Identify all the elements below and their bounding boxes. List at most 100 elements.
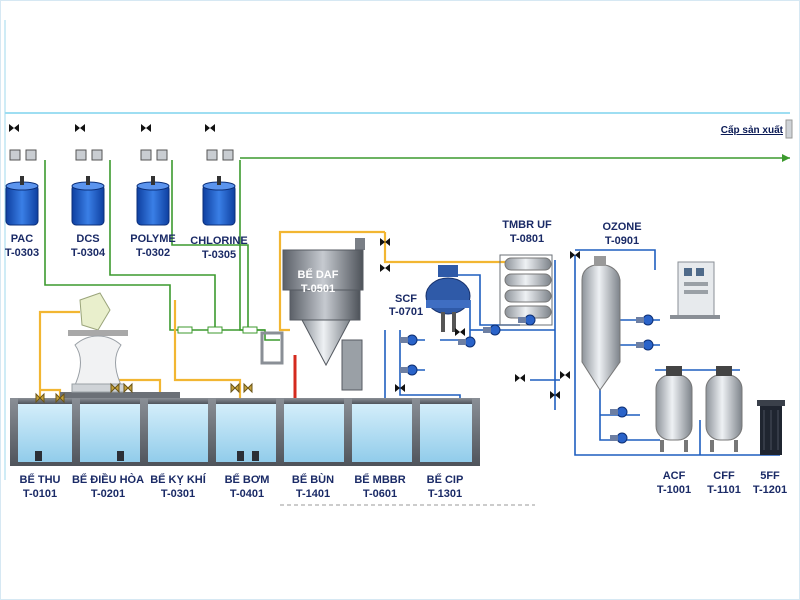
control-panel [670, 261, 720, 319]
flowmeter-icon [177, 326, 193, 334]
submersible-pump-icon [252, 451, 259, 461]
pump-icon [489, 324, 501, 336]
chem-tank-mixer [151, 176, 155, 185]
chem-tank-name: PAC [11, 233, 33, 245]
basin-code: T-0101 [23, 488, 57, 500]
pump-motor-icon [636, 342, 644, 348]
valve-icon [560, 371, 570, 379]
basin-water [10, 400, 480, 464]
basin-code: T-0601 [363, 488, 397, 500]
basin-code: T-1401 [296, 488, 330, 500]
dosing-pump [206, 149, 218, 161]
basin-name: BỂ CIP [427, 473, 464, 486]
daf-code: T-0501 [301, 283, 335, 295]
valve-icon [455, 328, 465, 336]
basin-block [10, 392, 480, 466]
pump-icon [524, 314, 536, 326]
filter-code: T-1201 [753, 484, 787, 496]
filter-code: T-1101 [707, 484, 741, 496]
dosing-pump [140, 149, 152, 161]
supply-arrow [782, 154, 790, 162]
chem-tank-code: T-0302 [136, 247, 170, 259]
pump-icon [406, 364, 418, 376]
dosing-pump [156, 149, 168, 161]
basin-code: T-1301 [428, 488, 462, 500]
pump-motor-icon [610, 409, 618, 415]
valve-icon [380, 238, 390, 246]
basin-name: BỂ KỴ KHÍ [150, 473, 207, 486]
pump-icon [642, 314, 654, 326]
basin-code: T-0401 [230, 488, 264, 500]
pump-motor-icon [610, 435, 618, 441]
air-valve-icon [55, 392, 65, 404]
chem-tank-name: CHLORINE [190, 235, 247, 247]
dosing-pump [25, 149, 37, 161]
pump-motor-icon [400, 337, 408, 343]
air-valve-icon [230, 382, 240, 394]
pumps [35, 314, 654, 461]
supply-label: Cấp sản xuất [721, 124, 784, 136]
flowmeter-icon [242, 326, 258, 334]
basin-walls [10, 398, 480, 466]
basin-ledge [60, 392, 180, 398]
scf-filter [425, 265, 471, 332]
filter-name: ACF [663, 470, 686, 482]
pump-icon [464, 336, 476, 348]
valve-icon [141, 124, 151, 132]
filter-name: 5FF [760, 470, 780, 482]
ozone-tank [581, 256, 621, 391]
pump-motor-icon [636, 317, 644, 323]
pump-motor-icon [458, 339, 466, 345]
daf-unit [260, 238, 365, 391]
chem-tank-name: POLYME [130, 233, 175, 245]
uf-code: T-0801 [510, 233, 544, 245]
submersible-pump-icon [117, 451, 124, 461]
valves [9, 124, 580, 404]
basin-name: BỂ BÙN [292, 473, 334, 486]
chem-tank-body [5, 184, 39, 226]
valve-icon [205, 124, 215, 132]
basin-name: BỂ BƠM [225, 473, 270, 486]
filter-code: T-1001 [657, 484, 691, 496]
pump-icon [406, 334, 418, 346]
ozone-code: T-0901 [605, 235, 639, 247]
chem-tank-mixer [20, 176, 24, 185]
valve-icon [550, 391, 560, 399]
acf-tank [655, 366, 693, 452]
basin-floor [10, 462, 480, 466]
air-valve-icon [35, 392, 45, 404]
chem-tank-body [136, 184, 170, 226]
chem-tank-mixer [217, 176, 221, 185]
flowmeter-icon [207, 326, 223, 334]
dosing-pump [91, 149, 103, 161]
pump-icon [616, 406, 628, 418]
basin-name: BỂ THU [20, 473, 61, 486]
pump-motor-icon [400, 367, 408, 373]
dosing-pump [9, 149, 21, 161]
chem-tank-code: T-0304 [71, 247, 106, 259]
pump-motor-icon [518, 317, 526, 323]
pump-icon [616, 432, 628, 444]
uf-name: TMBR UF [502, 219, 552, 231]
pump-motor-icon [483, 327, 491, 333]
valve-icon [380, 264, 390, 272]
valve-icon [395, 384, 405, 392]
uf-membranes [499, 254, 553, 326]
chem-tank-mixer [86, 176, 90, 185]
dosing-pump [75, 149, 87, 161]
rotary-screen [79, 292, 111, 331]
ozone-name: OZONE [602, 221, 641, 233]
filter-name: CFF [713, 470, 735, 482]
valve-icon [570, 251, 580, 259]
valve-icon [75, 124, 85, 132]
chemical-tanks [5, 149, 236, 226]
cff-tank [705, 366, 743, 452]
scf-code: T-0701 [389, 306, 423, 318]
chem-tank-body [202, 184, 236, 226]
chem-tank-body [71, 184, 105, 226]
basin-top-wall [10, 398, 480, 404]
air-valve-icon [243, 382, 253, 394]
